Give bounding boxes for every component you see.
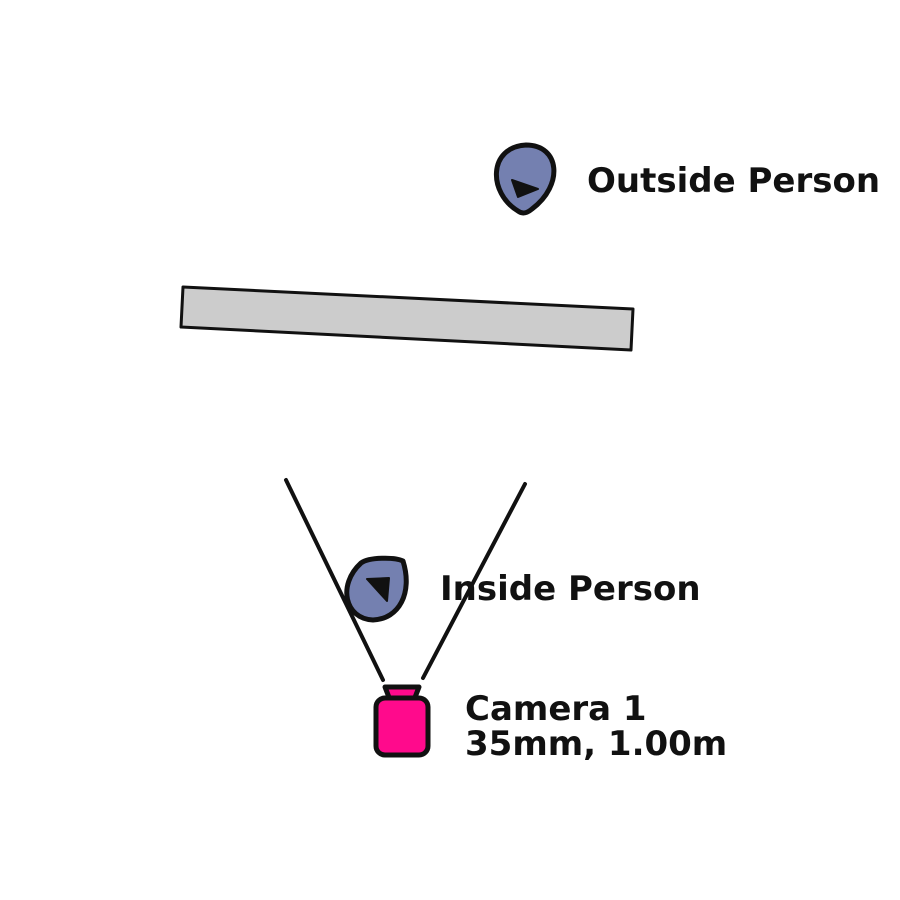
camera-specs: 35mm, 1.00m	[465, 724, 727, 764]
camera-fov-left-line	[284, 478, 385, 682]
inside-person-marker[interactable]	[344, 555, 409, 623]
inside-person-label: Inside Person	[440, 569, 701, 609]
outside-person-label: Outside Person	[587, 161, 880, 201]
person-marker-icon	[493, 142, 557, 216]
direction-arrow-icon	[366, 577, 390, 602]
camera-label: Camera 1	[465, 689, 647, 729]
camera-icon	[373, 684, 431, 758]
camera-fov-right-line	[421, 482, 527, 680]
direction-arrow-icon	[511, 179, 539, 198]
camera-1-marker[interactable]	[373, 684, 431, 758]
wall[interactable]	[179, 285, 635, 352]
outside-person-marker[interactable]	[493, 142, 557, 216]
